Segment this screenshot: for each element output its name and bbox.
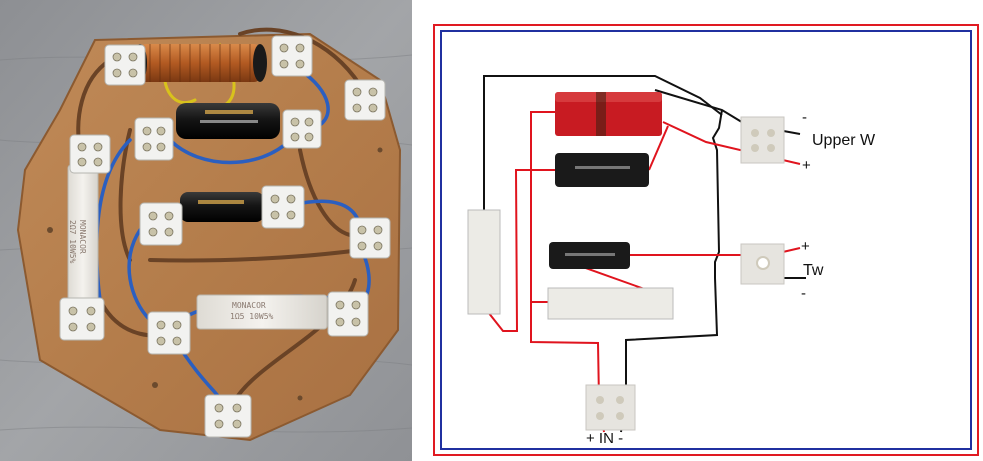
capacitor-lower [180,192,264,222]
terminal-screws [68,43,383,429]
ceramic-resistor-vertical: MONACOR 2Ω7 10W5% [67,164,99,301]
tweeter-label: Tw [803,262,824,279]
frame-inner [440,30,972,450]
crossover-photo: MONACOR 2Ω7 10W5% MONACOR 1Ω5 10W5% [0,0,412,461]
input-label: + IN - [586,430,623,447]
resistor-1-text-line-2: 2Ω7 10W5% [68,220,77,264]
capacitor-component-upper [555,153,649,187]
capacitor-upper [176,103,280,139]
resistor-2-text-line-2: 1Ω5 10W5% [230,312,274,321]
resistor-component-horizontal [547,287,674,320]
frame-outer [433,24,979,456]
upper-woofer-plus-label: + [802,157,811,174]
upper-woofer-minus-label: - [802,109,807,126]
terminal-input [585,384,636,431]
resistor-component-vertical [467,209,501,315]
terminal-tweeter [740,243,785,285]
resistor-2-text-line-1: MONACOR [232,301,266,310]
ceramic-resistor-horizontal: MONACOR 1Ω5 10W5% [196,294,328,330]
board-holes [47,147,383,401]
upper-woofer-label: Upper W [812,132,876,149]
tweeter-plus-label: + [801,238,810,255]
tweeter-minus-label: - [801,285,806,302]
coil-component [555,92,662,136]
resistor-1-text-line-1: MONACOR [78,220,87,254]
wiring-schematic: - Upper W + + Tw - + IN - [433,24,979,456]
capacitor-component-lower [549,242,630,269]
terminal-upper-woofer [740,116,785,164]
air-core-coil [133,44,267,82]
